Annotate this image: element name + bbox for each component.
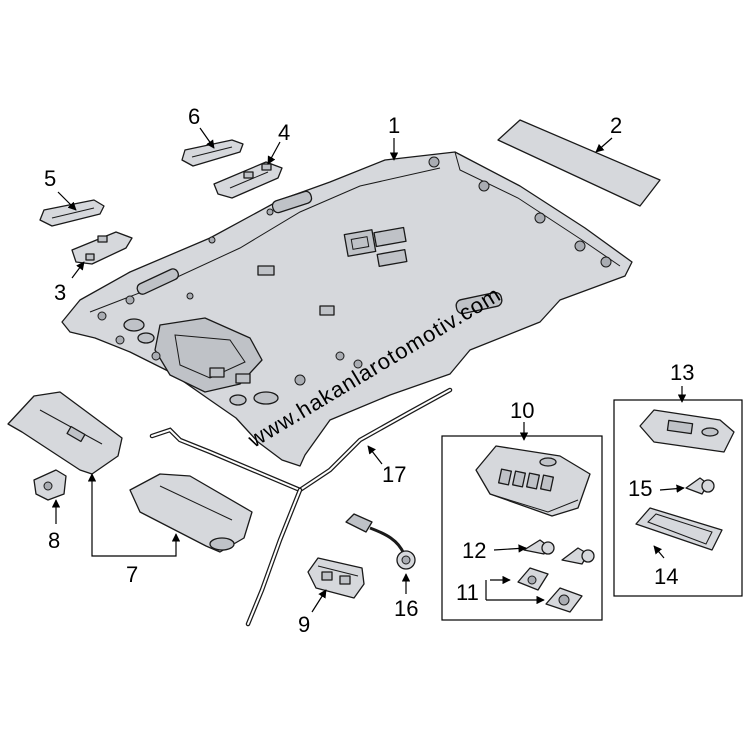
grab-handle-part-5 — [39, 199, 105, 227]
roof-pad-part — [497, 119, 661, 207]
callout-1: 1 — [388, 113, 400, 138]
socket-part-16 — [345, 513, 416, 570]
callout-5: 5 — [44, 166, 56, 191]
leader-lines — [51, 127, 687, 613]
wire-harness-part-17 — [149, 387, 453, 627]
callout-16: 16 — [394, 596, 418, 621]
bracket-part-3 — [71, 231, 133, 265]
callout-4: 4 — [278, 120, 290, 145]
grab-handle-part-6 — [181, 139, 244, 167]
callout-2: 2 — [610, 113, 622, 138]
callout-8: 8 — [48, 528, 60, 553]
callout-14: 14 — [654, 564, 678, 589]
callout-13: 13 — [670, 360, 694, 385]
callout-3: 3 — [54, 280, 66, 305]
sun-visor-part-7 — [7, 391, 253, 553]
room-lamp-part-13 — [639, 409, 735, 453]
map-lamp-part-9 — [307, 557, 365, 599]
bulb-part-15 — [685, 477, 715, 495]
dome-lamp-part-10 — [475, 445, 591, 517]
headliner-part — [61, 151, 633, 467]
callout-10: 10 — [510, 398, 534, 423]
callout-11: 11 — [456, 580, 479, 605]
bracket-part-4 — [213, 161, 283, 199]
callout-15: 15 — [628, 476, 652, 501]
callout-labels: 1 2 3 4 5 6 7 8 9 10 11 12 13 14 15 16 1… — [44, 104, 694, 637]
bulb-part-12 — [523, 539, 595, 565]
callout-6: 6 — [188, 104, 200, 129]
lens-part-11 — [517, 567, 583, 613]
callout-9: 9 — [298, 612, 310, 637]
callout-17: 17 — [382, 462, 406, 487]
callout-12: 12 — [462, 538, 486, 563]
lens-part-14 — [635, 507, 723, 551]
visor-clip-part-8 — [33, 469, 67, 501]
callout-7: 7 — [126, 562, 138, 587]
